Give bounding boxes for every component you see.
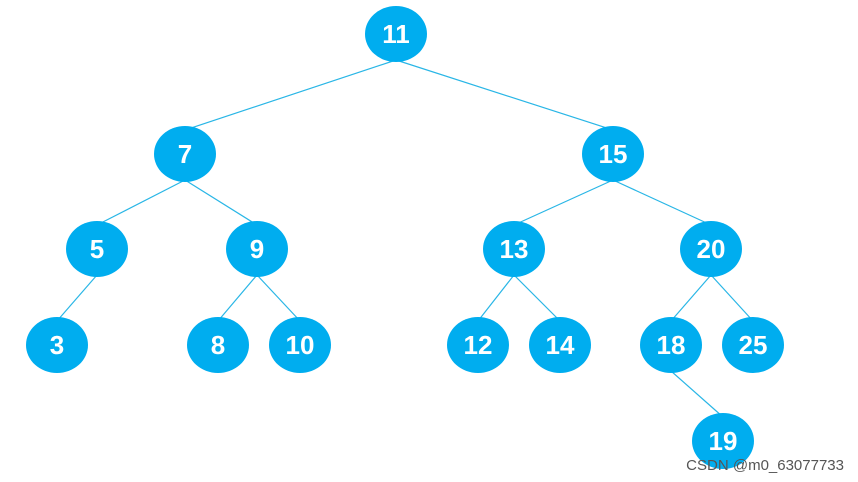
node-label: 9 — [250, 234, 264, 264]
node-label: 25 — [739, 330, 768, 360]
node-circle — [529, 317, 591, 373]
node-circle — [680, 221, 742, 277]
node-label: 3 — [50, 330, 64, 360]
node-circle — [692, 413, 754, 469]
tree-node-5: 5 — [66, 221, 128, 277]
edge-n13-n12 — [477, 274, 515, 322]
tree-node-8: 8 — [187, 317, 249, 373]
node-circle — [187, 317, 249, 373]
node-circle — [447, 317, 509, 373]
node-circle — [483, 221, 545, 277]
node-label: 18 — [657, 330, 686, 360]
node-circle — [66, 221, 128, 277]
node-label: 8 — [211, 330, 225, 360]
node-circle — [154, 126, 216, 182]
tree-node-11: 11 — [365, 6, 427, 62]
node-circle — [226, 221, 288, 277]
edge-n7-n5 — [96, 179, 186, 226]
edge-n5-n3 — [56, 274, 98, 322]
node-circle — [26, 317, 88, 373]
edge-n20-n25 — [710, 274, 754, 322]
node-label: 19 — [709, 426, 738, 456]
edge-n13-n14 — [513, 274, 561, 322]
node-circle — [582, 126, 644, 182]
tree-node-25: 25 — [722, 317, 784, 373]
node-label: 20 — [697, 234, 726, 264]
node-circle — [269, 317, 331, 373]
watermark: CSDN @m0_63077733 — [686, 457, 844, 474]
node-label: 15 — [599, 139, 628, 169]
nodes-layer: 11 7 15 5 9 13 20 3 8 10 12 14 18 25 19 — [26, 6, 784, 469]
node-circle — [365, 6, 427, 62]
edge-n9-n8 — [217, 274, 258, 322]
node-label: 14 — [546, 330, 575, 360]
edges-layer — [56, 59, 754, 418]
tree-node-14: 14 — [529, 317, 591, 373]
edge-n18-n19 — [670, 370, 724, 418]
edge-n11-n15 — [395, 59, 614, 131]
tree-node-13: 13 — [483, 221, 545, 277]
edge-n9-n10 — [256, 274, 301, 322]
tree-node-10: 10 — [269, 317, 331, 373]
node-label: 12 — [464, 330, 493, 360]
edge-n20-n18 — [670, 274, 712, 322]
tree-node-20: 20 — [680, 221, 742, 277]
tree-node-15: 15 — [582, 126, 644, 182]
node-label: 7 — [178, 139, 192, 169]
node-label: 5 — [90, 234, 104, 264]
node-label: 13 — [500, 234, 529, 264]
edge-n11-n7 — [184, 59, 397, 131]
tree-node-3: 3 — [26, 317, 88, 373]
node-circle — [722, 317, 784, 373]
node-label: 10 — [286, 330, 315, 360]
edge-n7-n9 — [184, 179, 258, 226]
node-circle — [640, 317, 702, 373]
node-label: 11 — [382, 19, 410, 49]
tree-node-12: 12 — [447, 317, 509, 373]
tree-node-7: 7 — [154, 126, 216, 182]
tree-node-18: 18 — [640, 317, 702, 373]
edge-n15-n20 — [612, 179, 712, 226]
tree-node-19: 19 — [692, 413, 754, 469]
tree-node-9: 9 — [226, 221, 288, 277]
edge-n15-n13 — [513, 179, 614, 226]
